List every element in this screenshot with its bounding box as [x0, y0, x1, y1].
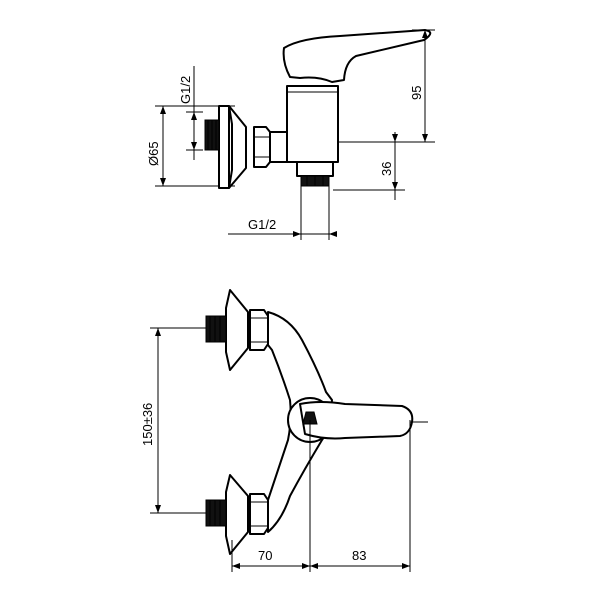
side-view: G1/2 Ø65 — [146, 29, 435, 240]
bottom-inlet-thread — [205, 499, 227, 527]
top-inlet-thread — [205, 315, 227, 343]
dim-thread-top — [186, 66, 203, 160]
top-flange — [225, 289, 249, 371]
temperature-indicator — [302, 411, 318, 425]
front-lever — [299, 401, 414, 440]
dim-thread-bottom-label: G1/2 — [248, 217, 276, 232]
mixer-body — [286, 85, 339, 163]
dim-height-36-label: 36 — [379, 162, 394, 176]
hex-nut — [253, 126, 271, 168]
outlet-thread — [296, 161, 334, 187]
flange-side — [218, 105, 230, 189]
dim-diameter-label: Ø65 — [146, 141, 161, 166]
dim-width-left-label: 70 — [258, 548, 272, 563]
dim-width-right — [310, 563, 410, 569]
dim-height-95 — [338, 29, 435, 143]
dim-inlet-spacing — [150, 327, 206, 514]
inlet-thread — [204, 119, 220, 151]
wall-flange — [228, 105, 247, 189]
lever-handle — [282, 29, 432, 83]
dim-thread-top-label: G1/2 — [178, 76, 193, 104]
dim-width-right-label: 83 — [352, 548, 366, 563]
dim-inlet-spacing-label: 150±36 — [140, 403, 155, 446]
top-hex-nut — [249, 309, 269, 351]
dim-thread-bottom — [228, 186, 337, 240]
bottom-hex-nut — [249, 493, 269, 535]
dim-width-left — [232, 563, 310, 569]
front-view: 150±36 70 83 — [140, 289, 428, 572]
dim-height-36 — [333, 132, 405, 200]
dim-height-95-label: 95 — [409, 86, 424, 100]
bottom-flange — [225, 474, 249, 555]
